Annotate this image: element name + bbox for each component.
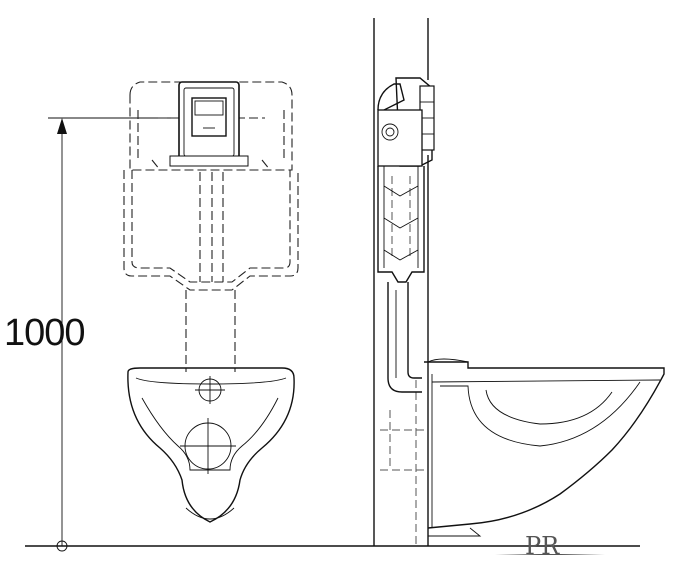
brand-logo: PR bbox=[525, 532, 560, 560]
wall-section bbox=[373, 18, 429, 546]
toilet-bowl-front bbox=[127, 367, 295, 523]
toilet-bowl-side bbox=[424, 358, 665, 537]
flush-plate-icon bbox=[169, 81, 249, 167]
logo-underline bbox=[495, 554, 605, 555]
cistern-side bbox=[377, 77, 435, 393]
cistern-front-dashed bbox=[123, 81, 299, 372]
height-dimension bbox=[48, 117, 180, 552]
height-dimension-label: 1000 bbox=[4, 312, 86, 354]
